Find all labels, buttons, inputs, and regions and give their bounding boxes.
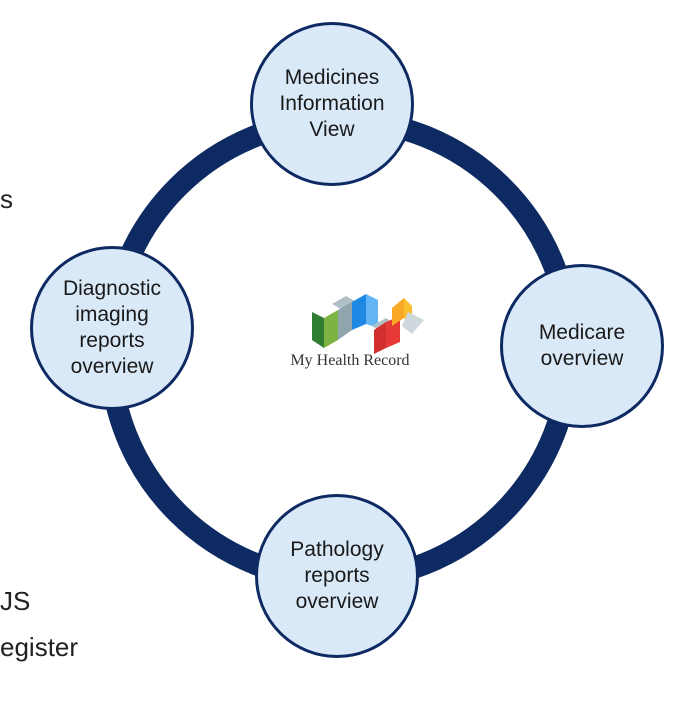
node-medicare-overview: Medicare overview bbox=[500, 264, 664, 428]
background-text-line: s bbox=[0, 184, 13, 214]
node-medicines-information-view: Medicines Information View bbox=[250, 22, 414, 186]
background-text-line: JS bbox=[0, 586, 31, 616]
logo-wordmark: My Health Record bbox=[290, 352, 410, 369]
my-health-record-logo-mark bbox=[312, 294, 424, 354]
node-pathology-reports-overview: Pathology reports overview bbox=[255, 494, 419, 658]
background-text-line: egister bbox=[0, 632, 79, 662]
node-diagnostic-imaging-reports-overview: Diagnostic imaging reports overview bbox=[30, 246, 194, 410]
